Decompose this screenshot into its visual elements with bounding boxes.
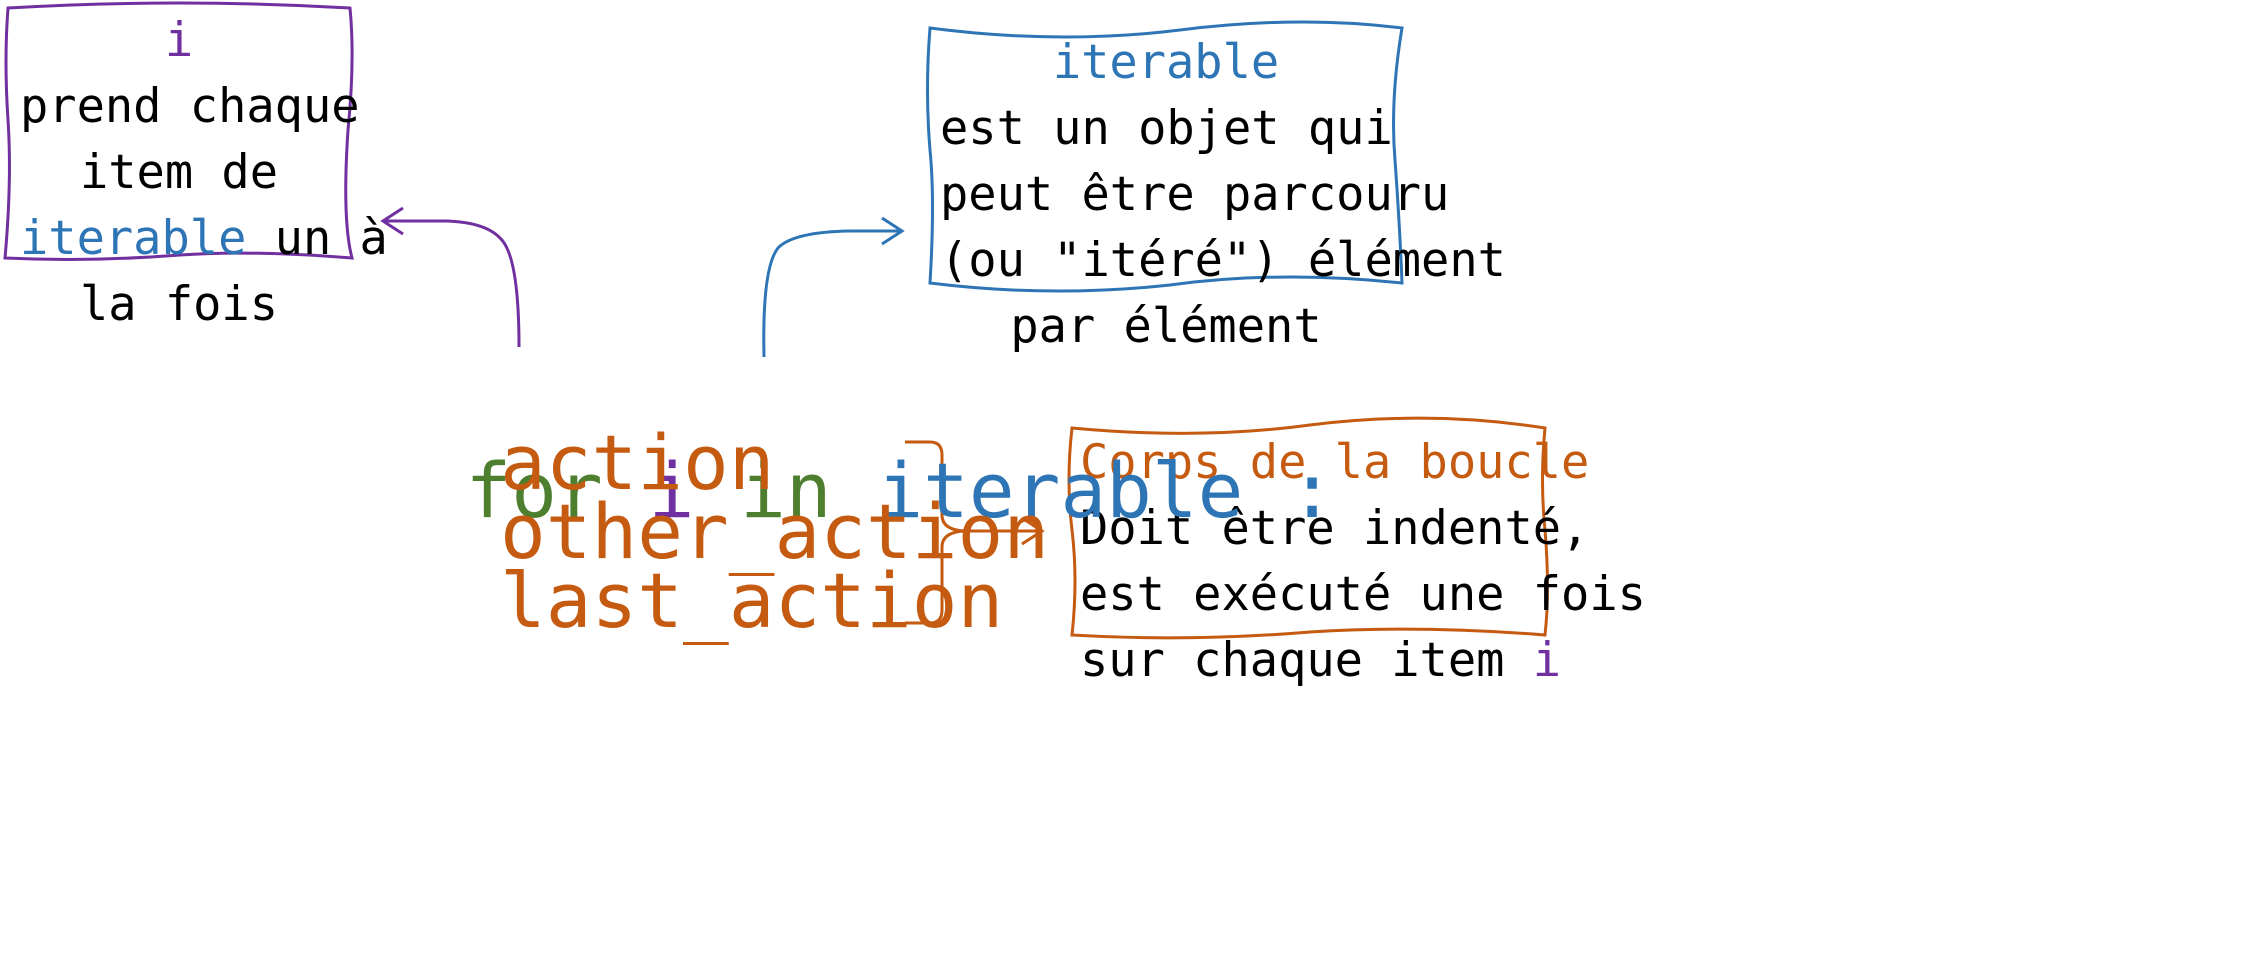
note-iterable: iterable est un objet qui peut être parc… xyxy=(940,30,1506,360)
code-in-keyword: in xyxy=(740,446,832,535)
code-body-line-3: last_action xyxy=(500,556,1004,645)
note-i-frame xyxy=(3,1,354,261)
note-i: i prend chaque item de iterable un à la … xyxy=(20,8,388,338)
arrow-i xyxy=(383,219,521,348)
note-body-title: Corps de la boucle xyxy=(1080,435,1590,490)
code-for-keyword: for xyxy=(465,446,603,535)
arrow-iterable xyxy=(762,229,902,358)
note-body-frame xyxy=(1067,416,1549,640)
note-body: Corps de la boucle Doit être indenté, es… xyxy=(1080,430,1646,694)
code-body-line-1: action xyxy=(500,418,775,507)
note-iterable-line4: par élément xyxy=(1010,299,1322,354)
note-i-line4: la fois xyxy=(79,277,279,332)
arrow-i-head xyxy=(380,206,404,236)
code-loop-variable: i xyxy=(648,446,695,535)
note-iterable-line3: (ou "itéré") élément xyxy=(940,233,1506,288)
note-iterable-line1: est un objet qui xyxy=(940,101,1393,156)
note-i-title: i xyxy=(164,13,194,68)
note-i-iterable-word: iterable xyxy=(20,211,247,266)
note-body-var: i xyxy=(1532,633,1562,688)
note-iterable-title: iterable xyxy=(1052,35,1280,90)
note-body-line3: sur chaque item i xyxy=(1080,628,1561,694)
arrow-body-head xyxy=(1021,516,1045,546)
note-body-line3-prefix: sur chaque item xyxy=(1080,633,1533,688)
code-colon: : xyxy=(1289,446,1335,535)
note-i-line2: item de xyxy=(79,145,279,200)
note-iterable-line2: peut être parcouru xyxy=(940,167,1450,222)
note-iterable-frame xyxy=(926,20,1404,293)
note-i-line3: iterable un à xyxy=(20,206,388,272)
note-i-line1: prend chaque xyxy=(20,79,360,134)
code-iterable: iterable xyxy=(877,446,1244,535)
code-for-line: for i in iterable : xyxy=(374,342,1335,540)
note-i-line3-rest: un à xyxy=(246,211,388,266)
note-body-line1: Doit être indenté, xyxy=(1080,501,1590,556)
arrow-iterable-head xyxy=(881,216,905,246)
note-body-line2: est exécuté une fois xyxy=(1080,567,1646,622)
code-body-line-2: other_action xyxy=(500,487,1050,576)
